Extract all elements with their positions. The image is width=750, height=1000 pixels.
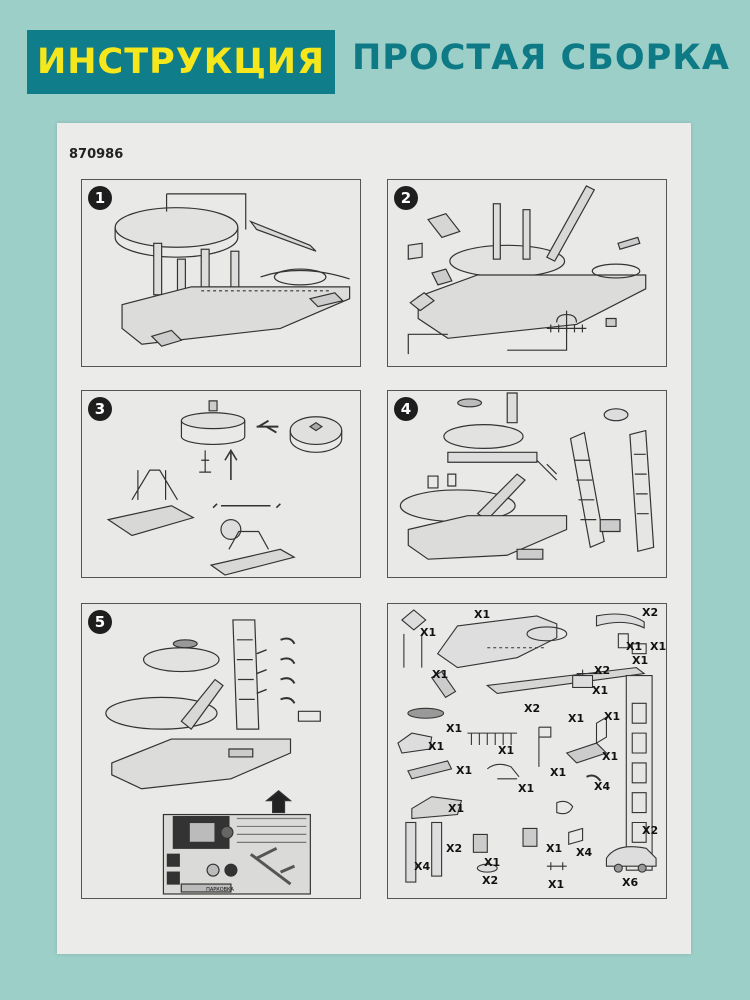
part-qty: X1 bbox=[548, 878, 565, 891]
step-number: 4 bbox=[394, 397, 418, 421]
part-qty: X2 bbox=[446, 842, 463, 855]
part-qty: X1 bbox=[604, 710, 621, 723]
step-5-panel: 5 bbox=[81, 603, 361, 899]
step-2-illustration bbox=[407, 185, 647, 355]
step-3-illustration bbox=[106, 400, 343, 576]
part-qty: X1 bbox=[550, 766, 567, 779]
parts-list-illustration bbox=[397, 609, 657, 883]
step-5-illustration: ПАРКОВКА bbox=[105, 619, 321, 895]
part-qty: X2 bbox=[524, 702, 541, 715]
part-qty: X1 bbox=[446, 722, 463, 735]
part-qty: X1 bbox=[518, 782, 535, 795]
part-qty: X4 bbox=[414, 860, 431, 873]
part-qty: X1 bbox=[448, 802, 465, 815]
part-qty: X1 bbox=[546, 842, 563, 855]
badge-label: ИНСТРУКЦИЯ bbox=[36, 42, 326, 82]
part-qty: X1 bbox=[428, 740, 445, 753]
step-4-panel: 4 bbox=[387, 390, 667, 578]
step-1-illustration bbox=[114, 193, 351, 347]
step-number: 3 bbox=[88, 397, 112, 421]
step-number: 1 bbox=[88, 186, 112, 210]
page-subtitle: ПРОСТАЯ СБОРКА bbox=[352, 38, 730, 78]
part-qty: X1 bbox=[650, 640, 667, 653]
part-qty: X1 bbox=[592, 684, 609, 697]
part-qty: X1 bbox=[626, 640, 643, 653]
parts-list-panel: X1 X1 X2 X1 X1 X1 X1 X2 X1 X2 X1 X1 X1 X… bbox=[387, 603, 667, 899]
part-qty: X1 bbox=[602, 750, 619, 763]
step-number: 2 bbox=[394, 186, 418, 210]
step-3-panel: 3 bbox=[81, 390, 361, 578]
part-qty: X4 bbox=[594, 780, 611, 793]
part-qty: X1 bbox=[632, 654, 649, 667]
step-1-panel: 1 bbox=[81, 179, 361, 367]
part-qty: X1 bbox=[420, 626, 437, 639]
instruction-badge: ИНСТРУКЦИЯ bbox=[27, 30, 335, 94]
instruction-sheet: 870986 1 2 bbox=[57, 123, 691, 954]
step-4-illustration bbox=[399, 392, 655, 560]
part-qty: X1 bbox=[474, 608, 491, 621]
sticker-sheet-label: ПАРКОВКА bbox=[206, 887, 234, 893]
part-qty: X1 bbox=[568, 712, 585, 725]
step-2-panel: 2 bbox=[387, 179, 667, 367]
part-qty: X6 bbox=[622, 876, 639, 889]
part-qty: X2 bbox=[642, 606, 659, 619]
part-qty: X2 bbox=[482, 874, 499, 887]
part-qty: X1 bbox=[484, 856, 501, 869]
part-qty: X1 bbox=[498, 744, 515, 757]
part-qty: X1 bbox=[432, 668, 449, 681]
part-qty: X2 bbox=[594, 664, 611, 677]
part-qty: X1 bbox=[456, 764, 473, 777]
part-qty: X4 bbox=[576, 846, 593, 859]
part-qty: X2 bbox=[642, 824, 659, 837]
product-code: 870986 bbox=[69, 147, 124, 162]
step-number: 5 bbox=[88, 610, 112, 634]
